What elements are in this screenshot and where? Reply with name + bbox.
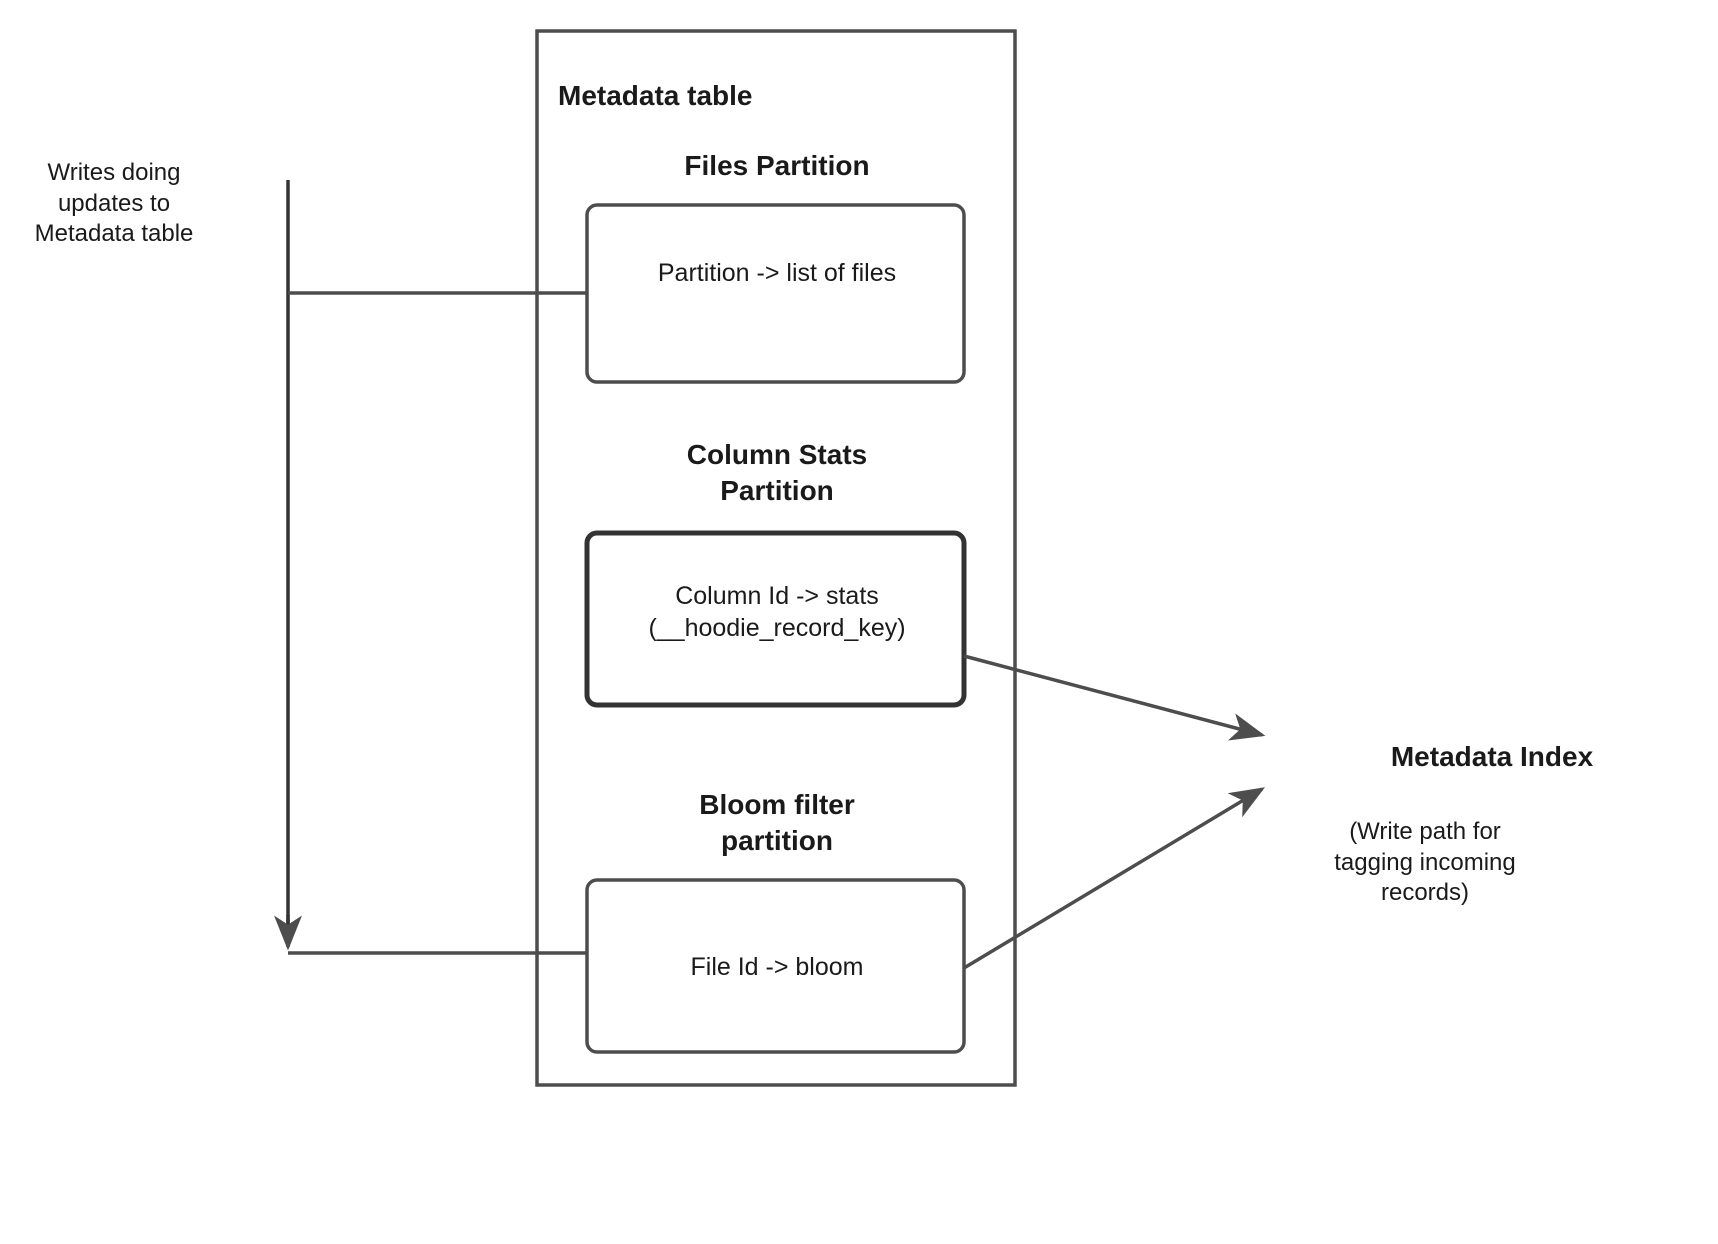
bloom-filter-partition-heading: Bloom filter partition — [699, 789, 855, 856]
column-stats-to-index-arrow — [963, 654, 1266, 741]
files-partition-heading: Files Partition — [684, 150, 870, 181]
files-partition-box — [585, 203, 966, 384]
metadata-index-detail-note: (Write path for tagging incoming records… — [1334, 818, 1516, 907]
writes-updates-note: Writes doing updates to Metadata table — [34, 159, 194, 248]
metadata-table-container — [535, 29, 1017, 1087]
bloom-filter-partition-box-text: File Id -> bloom — [690, 953, 864, 981]
metadata-table-title: Metadata table — [558, 80, 753, 111]
files-partition-box-text: Partition -> list of files — [657, 259, 897, 287]
metadata-index-title: Metadata Index — [1390, 741, 1594, 772]
column-stats-partition-box-text: Column Id -> stats (__hoodie_record_key) — [648, 582, 906, 642]
bloom-to-index-arrow — [963, 787, 1266, 970]
column-stats-partition-heading: Column Stats Partition — [686, 439, 868, 506]
